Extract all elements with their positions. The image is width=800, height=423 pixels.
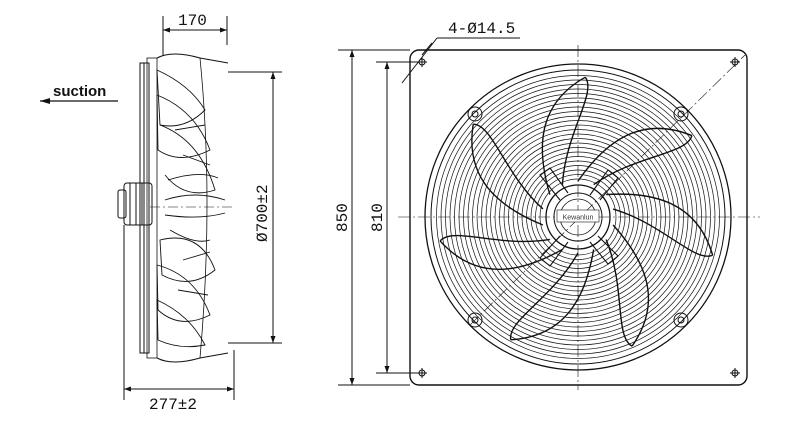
side-view: suction 170	[40, 12, 282, 414]
guard-ring	[445, 84, 711, 350]
guard-ring	[467, 106, 689, 328]
guard-ring	[499, 138, 657, 296]
guard-ring	[472, 111, 684, 323]
inner-height-dimension: 810	[369, 203, 387, 232]
outer-height-dimension: 850	[334, 203, 352, 232]
suction-arrow	[40, 98, 118, 104]
fan-blade	[541, 76, 589, 195]
guard-ring	[454, 93, 702, 341]
guard-ring	[539, 178, 617, 256]
guard-fixings	[467, 106, 689, 328]
guard-ring	[449, 88, 707, 346]
guard-ring	[436, 75, 720, 359]
overall-depth-dimension-line	[123, 225, 235, 400]
venturi-ring	[424, 63, 732, 371]
fan-blade	[577, 127, 693, 186]
motor-struts	[539, 167, 619, 267]
fan-blade	[605, 224, 650, 347]
front-view: 4-Ø14.5 850 810	[334, 20, 760, 390]
guard-ring	[476, 115, 680, 319]
diameter-dimension-line	[228, 71, 282, 344]
inner-height-dimension-line	[376, 61, 418, 374]
depth-dimension-line	[162, 16, 228, 56]
guard-ring	[508, 147, 648, 287]
guard-ring	[463, 102, 693, 332]
holes-dimension: 4-Ø14.5	[448, 20, 515, 38]
outer-height-dimension-line	[338, 49, 410, 386]
blades-front	[439, 76, 714, 347]
guard-ring	[530, 169, 626, 265]
fan-blade	[439, 234, 563, 270]
guard-ring	[485, 124, 671, 310]
guard-ring	[535, 174, 621, 260]
guard-ring	[490, 129, 666, 305]
fan-blade	[471, 123, 544, 226]
overall-depth-dimension: 277±2	[149, 396, 197, 414]
depth-dimension: 170	[178, 12, 207, 30]
mounting-plate	[409, 49, 748, 386]
diameter-dimension: Ø700±2	[254, 184, 272, 242]
guard-ring	[458, 97, 698, 337]
suction-label: suction	[53, 83, 106, 100]
corner-holes	[417, 57, 740, 378]
motor-body	[123, 182, 153, 226]
guard-ring	[440, 79, 716, 355]
guard-ring	[512, 151, 644, 283]
guard-ring	[503, 142, 653, 292]
guard-ring	[517, 156, 639, 278]
hub-brand-label: Kewanlun	[563, 215, 594, 222]
fan-blade	[606, 193, 714, 257]
blades-side	[156, 69, 226, 348]
guard-top	[156, 53, 229, 64]
motor-hub	[545, 184, 611, 250]
guard-grille	[436, 75, 720, 359]
fan-blade	[510, 249, 595, 341]
